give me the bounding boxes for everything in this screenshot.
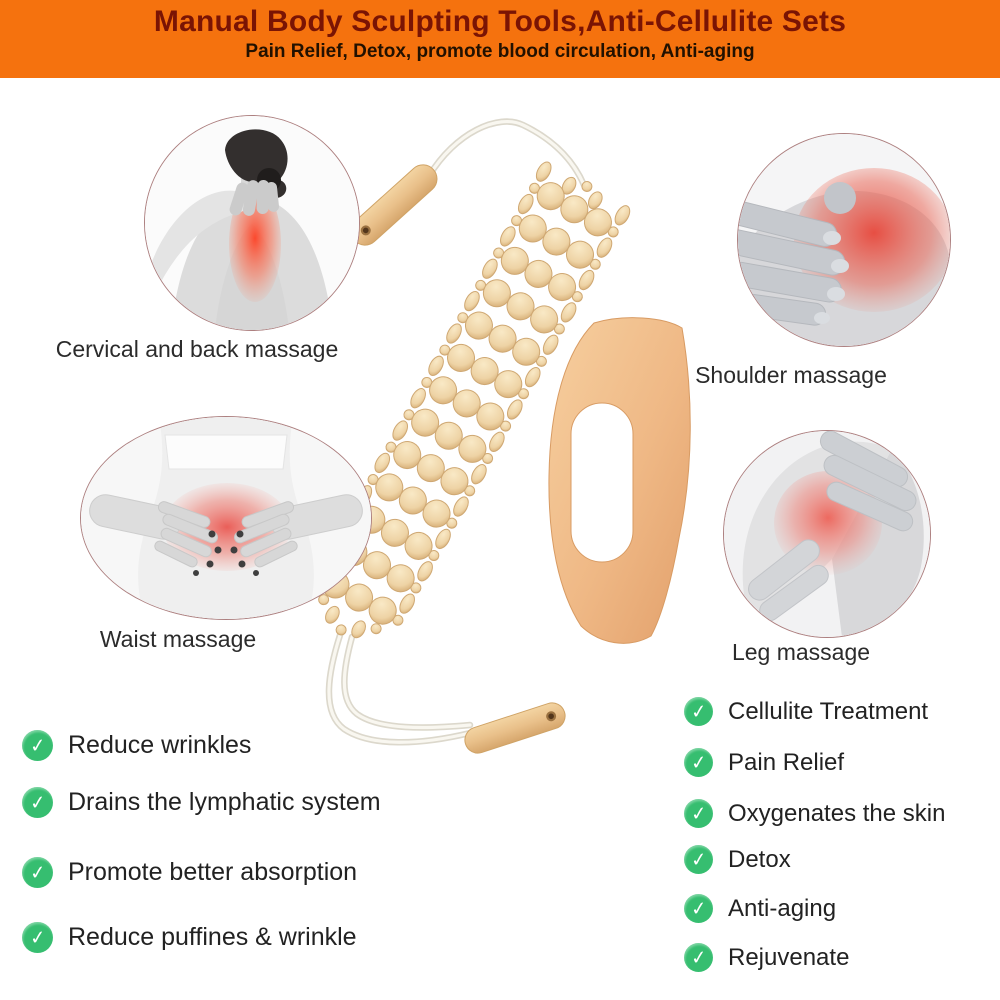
benefit-label: Promote better absorption bbox=[68, 858, 358, 886]
roller-handle-bottom bbox=[464, 702, 566, 754]
benefit-item-pain-relief: Pain Relief bbox=[684, 748, 844, 777]
bra-band bbox=[164, 434, 288, 470]
roller-bead-ladder bbox=[307, 159, 634, 639]
page-subtitle: Pain Relief, Detox, promote blood circul… bbox=[245, 41, 755, 62]
photo-waist-massage bbox=[80, 416, 372, 620]
benefit-label: Rejuvenate bbox=[728, 943, 850, 971]
caption-leg: Leg massage bbox=[731, 639, 871, 665]
benefit-label: Detox bbox=[728, 845, 791, 873]
hand-fingers bbox=[229, 180, 279, 216]
benefit-item-rejuvenate: Rejuvenate bbox=[684, 943, 849, 972]
benefit-label: Cellulite Treatment bbox=[728, 697, 929, 725]
checkmark-icon bbox=[684, 697, 713, 726]
arm bbox=[151, 190, 249, 282]
leg-knee-massage-photo bbox=[724, 431, 930, 637]
checkmark-icon bbox=[22, 922, 53, 953]
benefit-label: Anti-aging bbox=[728, 894, 837, 922]
checkmark-icon bbox=[684, 748, 713, 777]
benefit-label: Reduce wrinkles bbox=[68, 731, 252, 759]
benefit-label: Pain Relief bbox=[728, 748, 845, 776]
checkmark-icon bbox=[22, 730, 53, 761]
checkmark-icon bbox=[684, 894, 713, 923]
checkmark-icon bbox=[684, 799, 713, 828]
benefit-item-cellulite: Cellulite Treatment bbox=[684, 697, 928, 726]
checkmark-icon bbox=[684, 943, 713, 972]
photo-cervical-back-massage bbox=[144, 115, 360, 331]
benefit-item-oxygenates: Oxygenates the skin bbox=[684, 799, 945, 828]
pain-highlight bbox=[229, 186, 281, 302]
right-hand bbox=[230, 494, 363, 576]
rope-bottom bbox=[325, 628, 474, 746]
photo-shoulder-massage bbox=[737, 133, 951, 347]
benefit-label: Oxygenates the skin bbox=[728, 799, 946, 827]
benefit-label: Drains the lymphatic system bbox=[68, 788, 381, 816]
fingernails bbox=[814, 231, 849, 324]
waist-massage-photo bbox=[81, 417, 371, 619]
shoulder-massage-photo bbox=[738, 134, 950, 346]
benefit-item-detox: Detox bbox=[684, 845, 791, 874]
gua-sha-paddle bbox=[548, 317, 691, 644]
checkmark-icon bbox=[684, 845, 713, 874]
benefit-item-lymphatic: Drains the lymphatic system bbox=[22, 787, 381, 818]
rope-top bbox=[425, 118, 588, 189]
photo-leg-massage bbox=[723, 430, 931, 638]
caption-shoulder: Shoulder massage bbox=[695, 362, 887, 388]
benefit-item-reduce-wrinkles: Reduce wrinkles bbox=[22, 730, 251, 761]
upper-hand bbox=[819, 431, 917, 532]
benefit-item-anti-aging: Anti-aging bbox=[684, 894, 836, 923]
benefit-item-absorption: Promote better absorption bbox=[22, 857, 357, 888]
caption-cervical-back: Cervical and back massage bbox=[55, 336, 339, 362]
left-hand bbox=[89, 494, 222, 576]
benefit-item-puffiness: Reduce puffines & wrinkle bbox=[22, 922, 357, 953]
page-title: Manual Body Sculpting Tools,Anti-Celluli… bbox=[153, 5, 847, 38]
checkmark-icon bbox=[22, 857, 53, 888]
caption-waist: Waist massage bbox=[99, 626, 257, 652]
back-neck-massage-photo bbox=[145, 116, 359, 330]
header-banner: Manual Body Sculpting Tools,Anti-Celluli… bbox=[0, 0, 1000, 78]
benefit-label: Reduce puffines & wrinkle bbox=[68, 923, 357, 951]
checkmark-icon bbox=[22, 787, 53, 818]
roller-handle-top bbox=[350, 164, 438, 246]
